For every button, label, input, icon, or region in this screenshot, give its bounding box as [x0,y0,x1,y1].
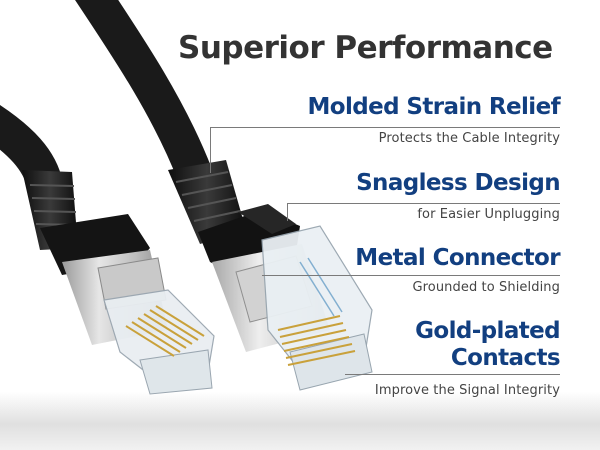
feature-heading-line2: Contacts [450,345,561,371]
feature-heading-line1: Gold-plated [415,318,561,344]
leader-line-metal-h [262,275,560,276]
page-title: Superior Performance [178,30,553,66]
floor-shadow [0,392,600,450]
feature-snagless: Snagless Design for Easier Unplugging [356,170,561,222]
feature-description: Improve the Signal Integrity [374,383,560,398]
leader-line-snagless-v [287,203,288,221]
feature-description: for Easier Unplugging [417,207,560,222]
feature-heading: Metal Connector [355,245,560,271]
feature-gold-contacts: Gold-plated Contacts Improve the Signal … [374,318,561,398]
feature-heading: Molded Strain Relief [307,94,561,120]
leader-line-contacts-h [345,374,560,375]
feature-strain-relief: Molded Strain Relief Protects the Cable … [307,94,561,146]
feature-description: Grounded to Shielding [412,280,560,295]
feature-heading: Snagless Design [356,170,561,196]
leader-line-strain-relief-v [210,127,211,173]
right-cable [75,0,373,391]
leader-line-strain-relief-h [210,127,560,128]
feature-description: Protects the Cable Integrity [378,131,560,146]
feature-metal-connector: Metal Connector Grounded to Shielding [355,245,560,295]
leader-line-snagless-h [287,203,560,204]
left-cable [0,105,215,395]
